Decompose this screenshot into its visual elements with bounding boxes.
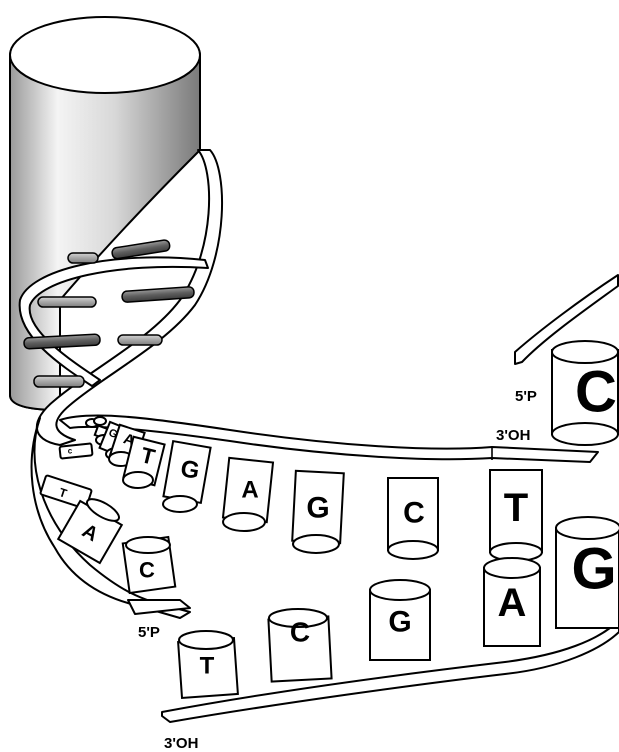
bottom-base-6: A bbox=[483, 557, 541, 647]
svg-text:c: c bbox=[68, 447, 73, 456]
top-base-8-letter: T bbox=[504, 486, 528, 530]
bottom-base-7-letter: G bbox=[571, 537, 616, 602]
top-base-8: T bbox=[489, 469, 543, 562]
bottom-base-5: G bbox=[369, 579, 431, 661]
top-strand-ribbon bbox=[59, 414, 599, 463]
bottom-base-4-letter: C bbox=[290, 617, 310, 648]
right-top-base: C bbox=[551, 340, 619, 446]
small-base-1 bbox=[85, 416, 107, 428]
top-base-7: C bbox=[387, 477, 439, 560]
right-upper-strand bbox=[514, 274, 619, 365]
right-top-base-letter: C bbox=[575, 360, 617, 425]
top-base-5: A bbox=[221, 456, 275, 532]
bottom-base-1-letter: C bbox=[139, 558, 155, 583]
helix-cylinder bbox=[9, 16, 201, 412]
top-base-4-letter: G bbox=[178, 455, 201, 485]
helix-base-pair-rungs bbox=[23, 239, 195, 388]
bottom-base-1: C bbox=[121, 535, 177, 595]
end-labels: 5'P 3'OH 5'P 3'OH bbox=[138, 388, 537, 752]
bottom-base-3: A bbox=[56, 498, 124, 565]
bottom-base-2-letter: T bbox=[200, 653, 215, 680]
bottom-strand-bases: C T A C G A G bbox=[56, 498, 619, 699]
left-3oh-label: 3'OH bbox=[164, 735, 198, 752]
bottom-base-2: T bbox=[177, 630, 239, 699]
top-base-7-letter: C bbox=[403, 497, 425, 530]
top-base-6: G bbox=[291, 469, 345, 554]
left-5p-label: 5'P bbox=[138, 624, 160, 641]
top-strand-bases: G A T G A G C bbox=[98, 420, 543, 562]
top-base-5-letter: A bbox=[241, 477, 258, 504]
bottom-base-6-letter: A bbox=[498, 581, 527, 625]
right-3oh-label: 3'OH bbox=[496, 427, 530, 444]
bottom-base-7: G bbox=[555, 516, 619, 629]
small-base-c-tilted: c bbox=[58, 442, 94, 460]
top-base-6-letter: G bbox=[306, 492, 329, 525]
bottom-base-5-letter: G bbox=[388, 606, 411, 639]
top-base-4: G bbox=[162, 439, 212, 513]
top-base-3-letter: T bbox=[138, 442, 158, 470]
right-5p-label: 5'P bbox=[515, 388, 537, 405]
bottom-base-4: C bbox=[267, 608, 333, 683]
top-base-3: T bbox=[122, 435, 166, 489]
svg-text:T: T bbox=[57, 485, 69, 501]
